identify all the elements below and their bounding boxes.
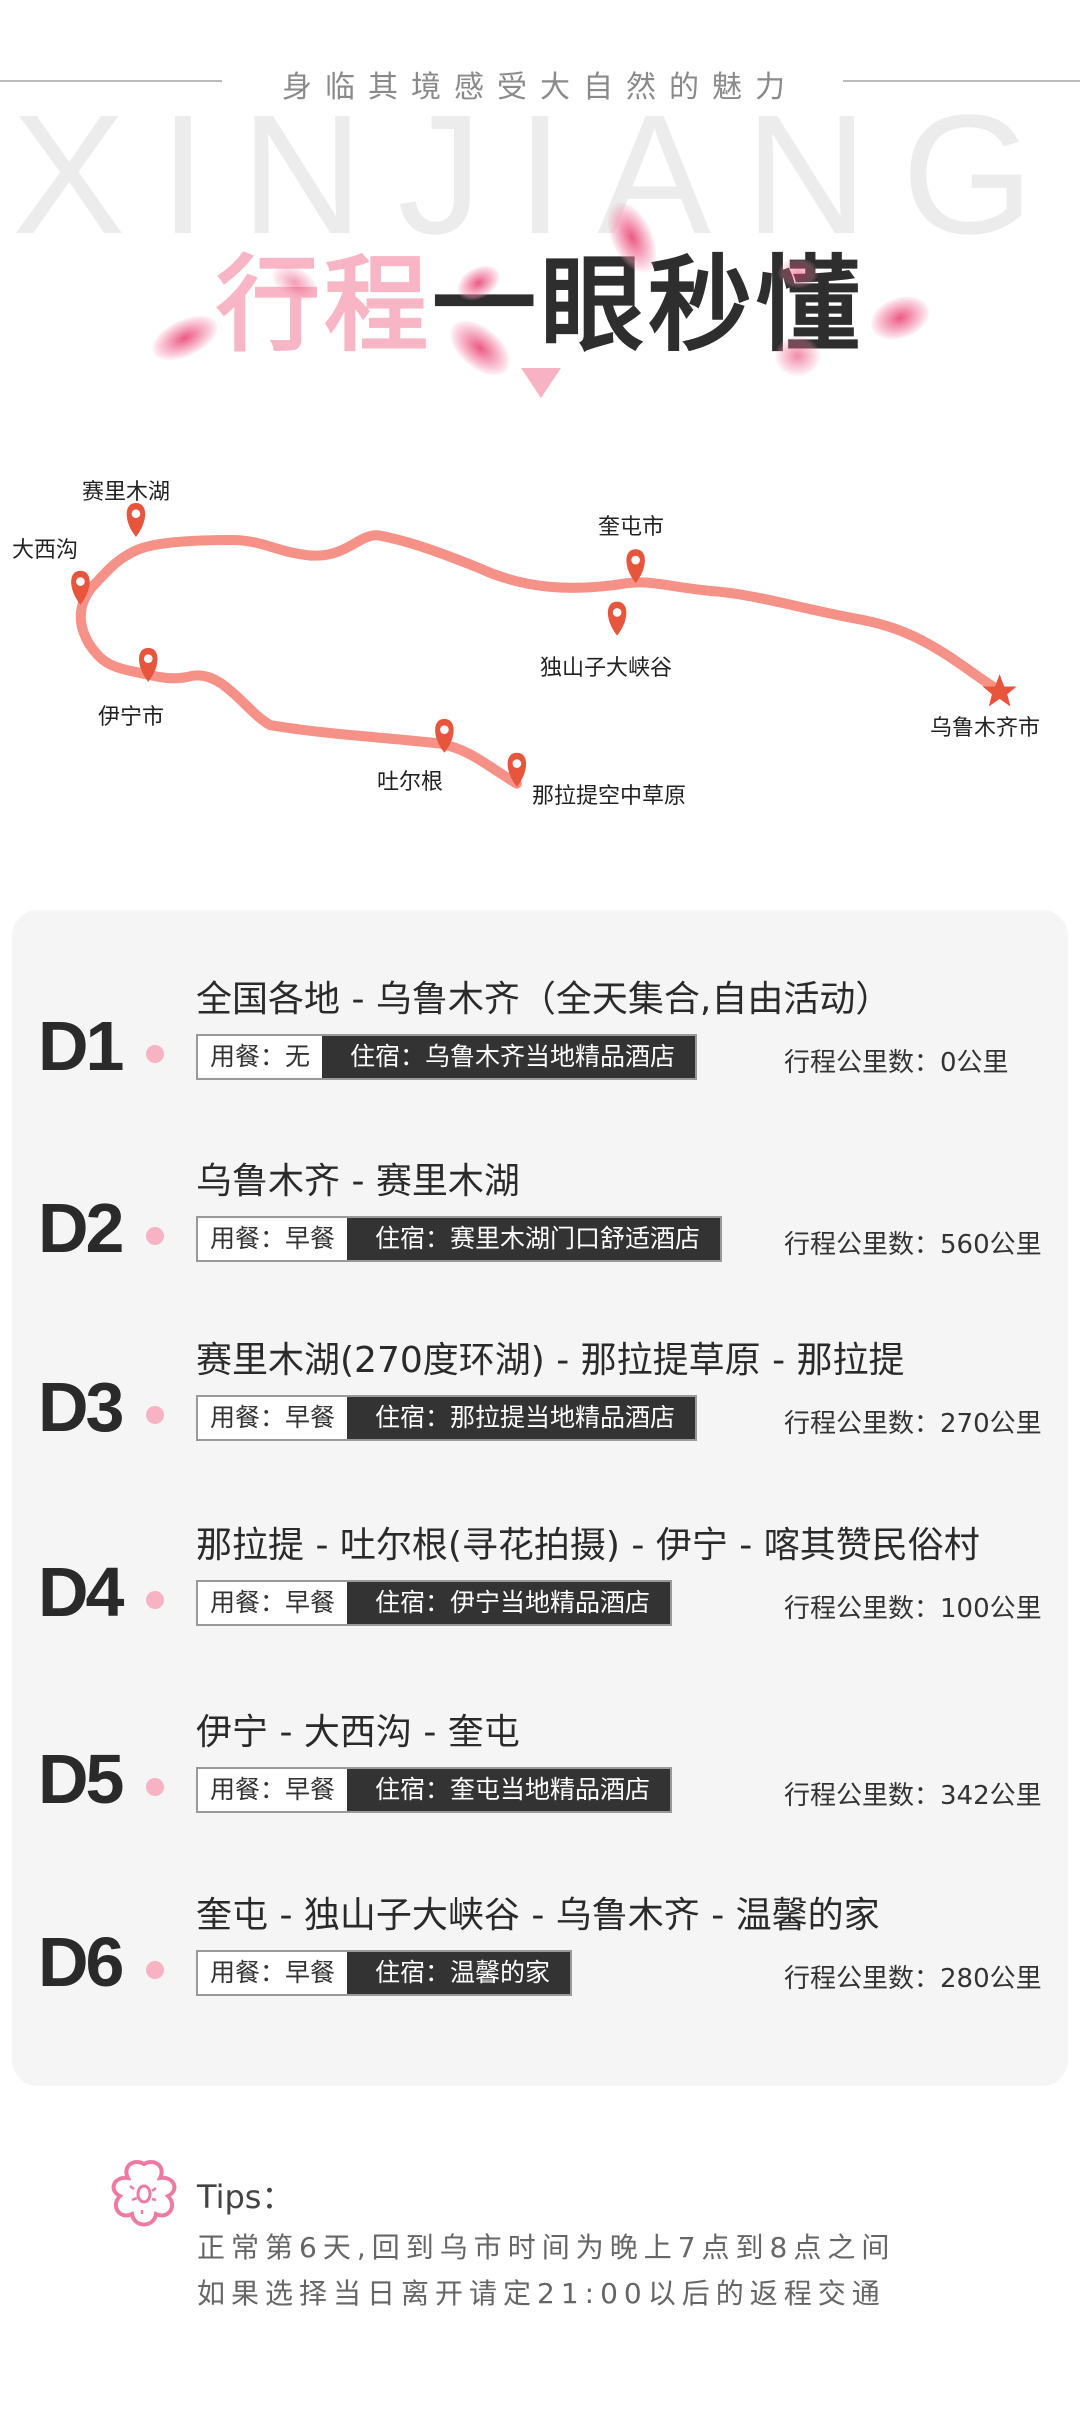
day-tags: 用餐：早餐住宿：那拉提当地精品酒店	[196, 1395, 698, 1441]
day-tags: 用餐：早餐住宿：赛里木湖门口舒适酒店	[196, 1216, 723, 1262]
stay-tag: 住宿：赛里木湖门口舒适酒店	[347, 1218, 721, 1260]
day-item: D3 赛里木湖(270度环湖) - 那拉提草原 - 那拉提 用餐：早餐住宿：那拉…	[12, 1329, 1068, 1469]
stay-tag: 住宿：乌鲁木齐当地精品酒店	[322, 1036, 696, 1078]
map-pin-icon	[71, 570, 90, 605]
stay-tag: 住宿：温馨的家	[347, 1952, 571, 1994]
map-pin-icon	[435, 718, 454, 753]
tagline: 身临其境感受大自然的魅力	[282, 70, 798, 105]
day-tags: 用餐：早餐住宿：温馨的家	[196, 1950, 573, 1996]
stay-tag: 住宿：奎屯当地精品酒店	[347, 1769, 671, 1811]
flower-icon	[111, 2159, 177, 2227]
distance: 行程公里数：100公里	[784, 1594, 1042, 1624]
day-label: D3	[38, 1368, 125, 1446]
distance: 行程公里数：342公里	[784, 1781, 1042, 1811]
stay-tag: 住宿：伊宁当地精品酒店	[347, 1582, 671, 1624]
day-label: D2	[38, 1189, 125, 1267]
day-title: 乌鲁木齐 - 赛里木湖	[196, 1161, 520, 1202]
day-title: 全国各地 - 乌鲁木齐（全天集合,自由活动）	[196, 979, 892, 1020]
divider-right	[843, 80, 1080, 82]
day-item: D5 伊宁 - 大西沟 - 奎屯 用餐：早餐住宿：奎屯当地精品酒店 行程公里数：…	[12, 1701, 1068, 1841]
itinerary-card: D1 全国各地 - 乌鲁木齐（全天集合,自由活动） 用餐：无住宿：乌鲁木齐当地精…	[12, 910, 1068, 2086]
meal-tag: 用餐：早餐	[210, 1775, 336, 1804]
day-title: 奎屯 - 独山子大峡谷 - 乌鲁木齐 - 温馨的家	[196, 1895, 880, 1936]
stay-tag: 住宿：那拉提当地精品酒店	[347, 1397, 696, 1439]
tips-title: Tips：	[197, 2178, 294, 2216]
day-item: D1 全国各地 - 乌鲁木齐（全天集合,自由活动） 用餐：无住宿：乌鲁木齐当地精…	[12, 968, 1068, 1108]
map-label-dushanzi: 独山子大峡谷	[540, 656, 673, 681]
day-title: 那拉提 - 吐尔根(寻花拍摄) - 伊宁 - 喀其赞民俗村	[196, 1525, 980, 1566]
day-item: D6 奎屯 - 独山子大峡谷 - 乌鲁木齐 - 温馨的家 用餐：早餐住宿：温馨的…	[12, 1884, 1068, 2024]
petal-decoration	[775, 336, 820, 376]
day-dot	[146, 1227, 164, 1245]
day-item: D2 乌鲁木齐 - 赛里木湖 用餐：早餐住宿：赛里木湖门口舒适酒店 行程公里数：…	[12, 1150, 1068, 1290]
tip-line: 正常第6天,回到乌市时间为晚上7点到8点之间	[197, 2231, 896, 2264]
day-title: 赛里木湖(270度环湖) - 那拉提草原 - 那拉提	[196, 1340, 905, 1381]
distance: 行程公里数：280公里	[784, 1964, 1042, 1994]
day-dot	[146, 1591, 164, 1609]
day-label: D4	[38, 1553, 125, 1631]
map-label-tuergen: 吐尔根	[377, 770, 444, 795]
map-label-nalati: 那拉提空中草原	[532, 784, 687, 809]
day-dot	[146, 1045, 164, 1063]
title-pink: 行程	[215, 244, 432, 366]
divider-left	[0, 80, 222, 82]
petal-decoration	[778, 258, 818, 288]
meal-tag: 用餐：早餐	[210, 1403, 336, 1432]
day-dot	[146, 1961, 164, 1979]
star-icon	[982, 674, 1017, 707]
meal-tag: 用餐：无	[210, 1042, 311, 1071]
meal-tag: 用餐：早餐	[210, 1224, 336, 1253]
distance: 行程公里数：560公里	[784, 1230, 1042, 1260]
day-label: D5	[38, 1740, 125, 1818]
day-title: 伊宁 - 大西沟 - 奎屯	[196, 1712, 520, 1753]
map-label-urumqi: 乌鲁木齐市	[930, 716, 1041, 741]
meal-tag: 用餐：早餐	[210, 1588, 336, 1617]
map-pin-icon	[126, 502, 146, 537]
day-label: D6	[38, 1923, 125, 2001]
day-tags: 用餐：无住宿：乌鲁木齐当地精品酒店	[196, 1034, 698, 1080]
map-label-sailimu: 赛里木湖	[82, 480, 171, 505]
watermark-xinjiang: XINJIANG	[11, 80, 1068, 270]
map-pin-icon	[607, 601, 627, 636]
day-item: D4 那拉提 - 吐尔根(寻花拍摄) - 伊宁 - 喀其赞民俗村 用餐：早餐住宿…	[12, 1514, 1068, 1654]
distance: 行程公里数：270公里	[784, 1409, 1042, 1439]
day-tags: 用餐：早餐住宿：伊宁当地精品酒店	[196, 1580, 673, 1626]
down-arrow-icon	[521, 368, 561, 398]
map-label-yining: 伊宁市	[98, 705, 165, 730]
day-tags: 用餐：早餐住宿：奎屯当地精品酒店	[196, 1767, 673, 1813]
map-label-daxigou: 大西沟	[12, 538, 79, 563]
day-dot	[146, 1406, 164, 1424]
meal-tag: 用餐：早餐	[210, 1958, 336, 1987]
map-pin-icon	[139, 647, 158, 682]
day-label: D1	[38, 1007, 125, 1085]
day-dot	[146, 1778, 164, 1796]
map-pin-icon	[507, 752, 527, 787]
route-line	[75, 530, 1005, 789]
tip-line: 如果选择当日离开请定21:00以后的返程交通	[197, 2277, 886, 2310]
route-map	[71, 502, 1017, 789]
map-pin-icon	[626, 549, 645, 584]
map-label-kuitun: 奎屯市	[598, 515, 665, 540]
distance: 行程公里数：0公里	[784, 1048, 1009, 1078]
